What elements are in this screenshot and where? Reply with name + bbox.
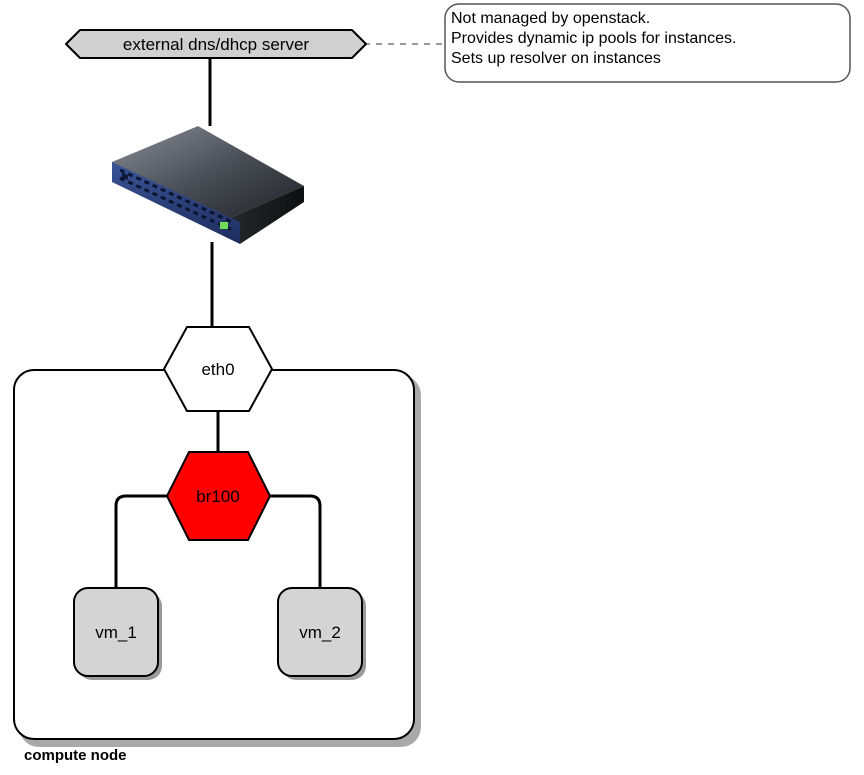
server-label: external dns/dhcp server	[123, 35, 309, 54]
switch-icon	[112, 126, 304, 244]
eth0-label: eth0	[201, 360, 234, 379]
br100-vm2-link	[270, 494, 322, 588]
vm1-box	[73, 587, 159, 677]
note-box	[444, 3, 851, 83]
vm1-label: vm_1	[95, 623, 137, 642]
vm2-label: vm_2	[299, 623, 341, 642]
vm2-box	[277, 587, 363, 677]
eth0-interface	[162, 326, 274, 412]
compute-node-box	[13, 369, 415, 740]
note-line-3: Sets up resolver on instances	[451, 50, 661, 67]
note-line-1: Not managed by openstack.	[451, 10, 650, 27]
br100-bridge	[165, 451, 272, 541]
compute-node-label: compute node	[24, 747, 127, 764]
note-line-2: Provides dynamic ip pools for instances.	[451, 30, 736, 47]
br100-label: br100	[196, 487, 239, 506]
server-node	[65, 29, 367, 59]
br100-vm1-link	[114, 494, 168, 588]
